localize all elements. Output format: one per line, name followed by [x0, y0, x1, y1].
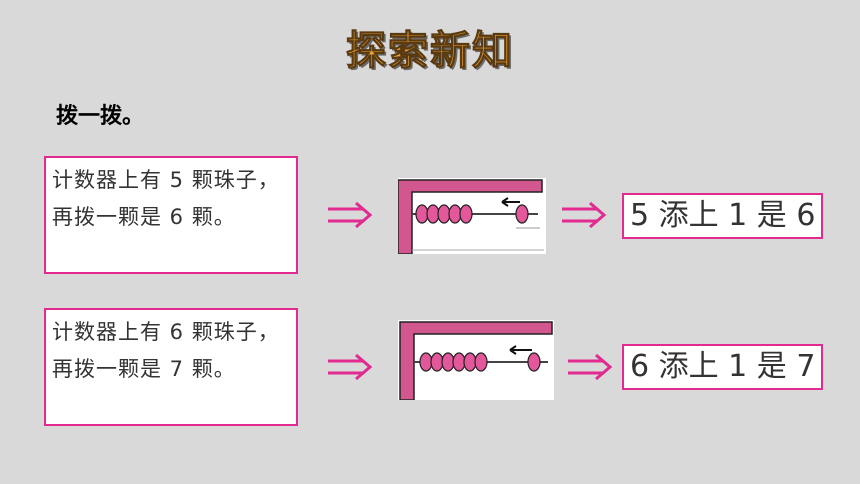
row-1-result: 5 添上 1 是 6	[622, 193, 824, 239]
row-2-description: 计数器上有 6 颗珠子，再拨一颗是 7 颗。	[44, 308, 298, 426]
row-2-result: 6 添上 1 是 7	[622, 344, 824, 390]
abacus-icon	[397, 178, 546, 255]
double-right-arrow-icon	[326, 352, 374, 382]
instruction-text: 拨一拨。	[56, 104, 145, 129]
page-title: 探索新知	[346, 27, 514, 75]
abacus-icon	[398, 320, 554, 401]
row-1-description: 计数器上有 5 颗珠子，再拨一颗是 6 颗。	[44, 156, 298, 274]
double-right-arrow-icon	[566, 352, 614, 382]
double-right-arrow-icon	[560, 200, 608, 230]
double-right-arrow-icon	[326, 200, 374, 230]
